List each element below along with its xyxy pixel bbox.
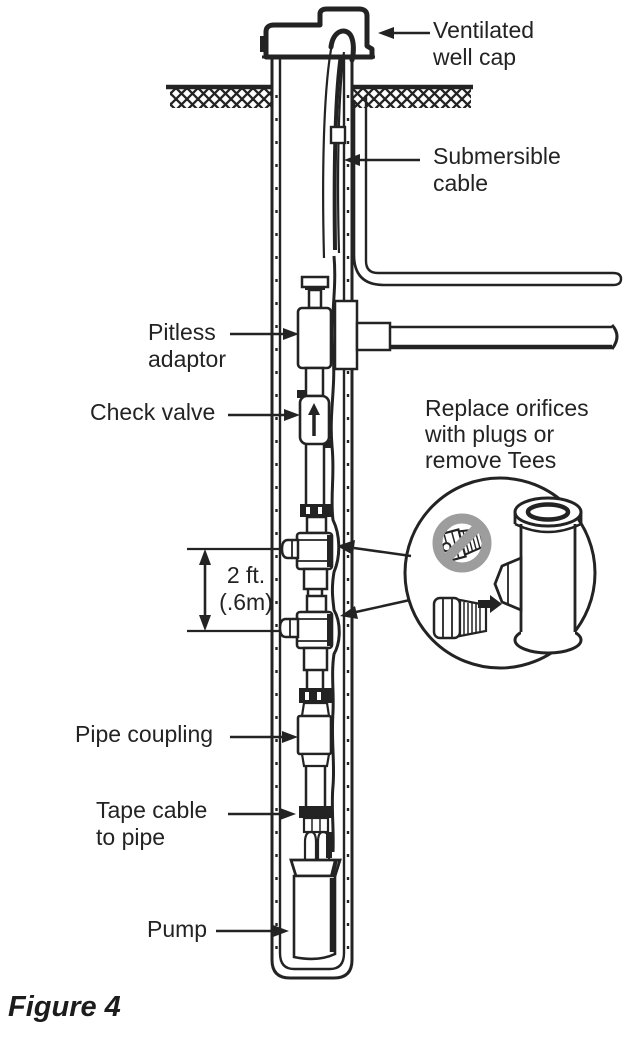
arrow-pump — [216, 925, 289, 937]
orifice-tee-2 — [278, 594, 334, 672]
arrow-check-valve — [228, 409, 300, 421]
no-symbol-icon — [432, 513, 492, 573]
figure-caption: Figure 4 — [8, 991, 121, 1023]
well-cap — [260, 6, 375, 60]
label-pipe-coupling: Pipe coupling — [75, 721, 214, 747]
tee-fitting — [493, 496, 583, 655]
label-tape-cable: Tape cable to pipe — [96, 797, 208, 850]
pump-assembly — [289, 816, 342, 961]
tape-band — [299, 806, 333, 818]
ground-right — [352, 87, 471, 108]
ground-left — [170, 87, 272, 108]
label-pump: Pump — [147, 916, 208, 942]
electrical-conduit — [352, 95, 623, 287]
detail-inset — [337, 476, 597, 670]
cap-lip — [260, 36, 267, 52]
discharge-pipe — [333, 299, 619, 371]
arrow-pipe-coupling — [230, 731, 298, 743]
plug-fitting — [432, 596, 488, 640]
label-check-valve: Check valve — [90, 399, 216, 425]
ground-surface — [166, 84, 473, 108]
label-submersible-cable: Submersible cable — [433, 143, 561, 196]
label-ventilated-well-cap: Ventilated well cap — [433, 17, 535, 70]
insert-arrow-icon — [478, 595, 502, 613]
arrow-tape-cable — [228, 808, 296, 820]
pitless-flange — [333, 299, 359, 371]
pipe-coupling-fitting — [296, 701, 333, 768]
check-valve-fitting — [297, 390, 331, 448]
dimension-annotation — [187, 547, 281, 633]
pitless-adaptor-fitting — [296, 275, 333, 398]
pump-body — [292, 874, 337, 961]
double-headed-arrow-icon — [199, 549, 211, 631]
cable-loop — [322, 28, 356, 259]
submersible-cable-line — [329, 255, 341, 853]
label-dimension: 2 ft. (.6m) — [219, 562, 273, 615]
label-replace-orifices: Replace orifices with plugs or remove Te… — [425, 395, 589, 473]
label-arrows — [216, 27, 430, 937]
arrow-submersible-cable — [344, 154, 420, 166]
coupling-band-2 — [299, 688, 332, 703]
coupling-band-1 — [300, 504, 332, 517]
arrow-pitless-adaptor — [230, 328, 299, 340]
arrow-ventilated-well-cap — [378, 27, 430, 39]
label-pitless-adaptor: Pitless adaptor — [148, 319, 227, 372]
cable-union — [329, 125, 347, 145]
up-arrow-icon — [308, 403, 320, 436]
well-casing — [270, 57, 354, 980]
orifice-tee-1 — [280, 515, 334, 591]
inset-pointer-arrows — [337, 540, 412, 619]
